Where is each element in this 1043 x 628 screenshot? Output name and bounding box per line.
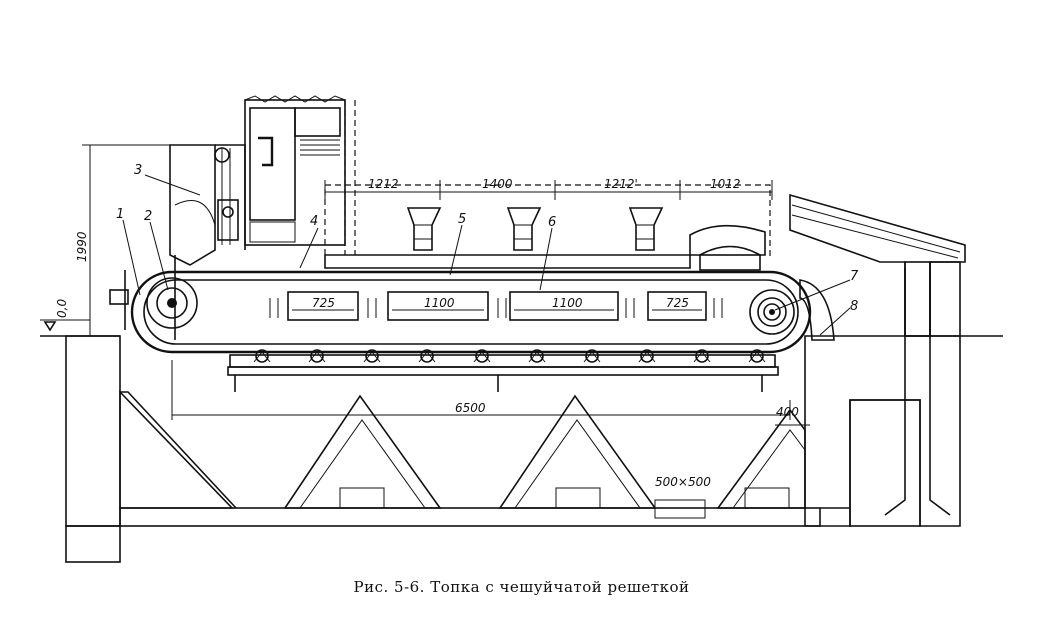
dim-725-right: 725	[666, 296, 689, 310]
roller-bracket	[693, 351, 711, 363]
support-roller	[365, 349, 379, 363]
roller-bracket	[583, 351, 601, 363]
dim-1212-second: 1212'	[604, 177, 638, 191]
support-roller	[530, 349, 544, 363]
roller-bracket	[748, 351, 766, 363]
support-roller	[750, 349, 764, 363]
dim-1012: 1012	[710, 177, 741, 191]
dimension-lines	[40, 144, 810, 426]
dim-6500: 6500	[455, 401, 486, 415]
label-7: 7	[850, 269, 859, 284]
furnace-outline	[324, 100, 771, 260]
dim-725-left: 725	[312, 296, 335, 310]
label-2: 2	[144, 209, 152, 224]
foundation	[40, 335, 1003, 563]
label-8: 8	[850, 299, 858, 314]
support-roller	[420, 349, 434, 363]
label-1: 1	[116, 207, 124, 222]
front-structure	[109, 95, 346, 340]
leader-lines	[122, 174, 851, 336]
support-rollers	[253, 349, 766, 363]
support-roller	[255, 349, 269, 363]
support-roller	[310, 349, 324, 363]
chain-grate	[130, 254, 812, 392]
air-nozzles	[406, 207, 766, 271]
dim-500x500: 500×500	[655, 475, 711, 489]
dim-1100-right: 1100	[552, 296, 583, 310]
label-6: 6	[548, 215, 556, 230]
roller-bracket	[528, 351, 546, 363]
figure-caption: Рис. 5-6. Топка с чешуйчатой решеткой	[353, 578, 690, 596]
ash-hoppers	[283, 394, 806, 519]
dim-1212-first: 1212	[368, 177, 399, 191]
roller-bracket	[473, 351, 491, 363]
dim-400: 400	[776, 405, 799, 419]
label-5: 5	[458, 212, 466, 227]
label-3: 3	[134, 163, 142, 178]
roller-bracket	[363, 351, 381, 363]
support-roller	[585, 349, 599, 363]
dim-1990: 1990	[75, 231, 89, 262]
dim-1100-left: 1100	[424, 296, 455, 310]
roller-bracket	[308, 351, 326, 363]
support-roller	[640, 349, 654, 363]
label-4: 4	[310, 214, 318, 229]
dim-zero-level: 0,0	[55, 299, 69, 318]
roller-bracket	[418, 351, 436, 363]
support-roller	[475, 349, 489, 363]
roller-bracket	[253, 351, 271, 363]
roller-bracket	[638, 351, 656, 363]
rear-wall	[789, 193, 966, 516]
support-roller	[695, 349, 709, 363]
dim-1400: 1400	[482, 177, 513, 191]
